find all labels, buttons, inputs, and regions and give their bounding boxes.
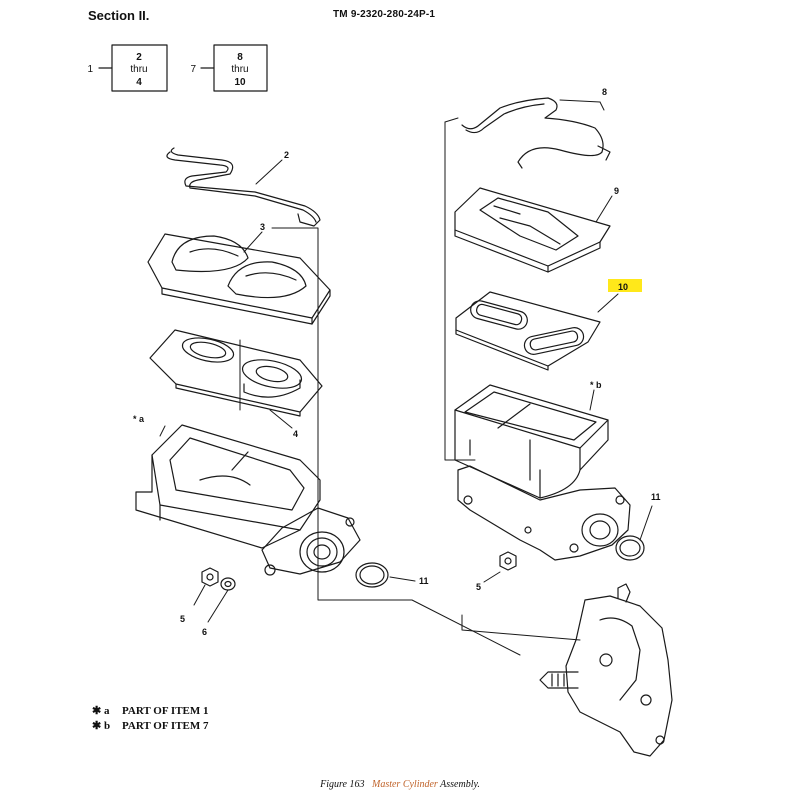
right-cover (454, 187, 611, 273)
callout-2: 2 (284, 150, 289, 160)
callout-labels: 2 3 4 * a 5 6 11 8 9 10 * b 11 5 (133, 87, 661, 637)
svg-text:2: 2 (136, 52, 142, 63)
callout-5-right: 5 (476, 582, 481, 592)
left-outlet-fitting (261, 507, 389, 588)
svg-text:thru: thru (231, 64, 248, 75)
callout-6: 6 (202, 627, 207, 637)
svg-text:10: 10 (234, 77, 246, 88)
callout-5-left: 5 (180, 614, 185, 624)
figure-caption: Figure 163 Master Cylinder Assembly. (320, 779, 480, 790)
right-reservoir-body (454, 384, 609, 499)
callout-10-highlight (608, 279, 642, 292)
callout-4: 4 (293, 429, 298, 439)
svg-text:thru: thru (130, 64, 147, 75)
right-cylinder-body (457, 465, 645, 561)
index-ref: 7 (190, 64, 196, 75)
callout-9: 9 (614, 186, 619, 196)
callout-3: 3 (260, 222, 265, 232)
callout-11-left: 11 (419, 576, 429, 586)
right-nut (499, 551, 517, 571)
section-title: Section II. (88, 8, 150, 23)
right-spring-wire (461, 97, 611, 169)
caliper-assembly (539, 583, 673, 757)
callout-10: 10 (618, 282, 628, 292)
left-cover (147, 233, 331, 325)
left-reservoir-body (135, 424, 321, 549)
callout-b: * b (590, 380, 602, 390)
left-nut-washer (201, 567, 236, 591)
callout-11-right: 11 (651, 492, 661, 502)
caption-highlight: Master Cylinder (371, 779, 438, 790)
tm-number: TM 9-2320-280-24P-1 (333, 9, 436, 20)
o-ring (355, 562, 389, 588)
callout-8: 8 (602, 87, 607, 97)
callout-a: * a (133, 414, 145, 424)
index-box-7: 7 8 thru 10 (190, 44, 268, 92)
index-ref: 1 (87, 64, 93, 75)
leader-lines (159, 99, 653, 623)
left-wire-clip (166, 147, 321, 227)
right-gasket (455, 291, 601, 371)
svg-text:8: 8 (237, 52, 243, 63)
right-bracket-lines (444, 117, 581, 641)
svg-text:4: 4 (136, 77, 142, 88)
left-gasket (149, 329, 323, 417)
index-box-1: 1 2 thru 4 (87, 44, 168, 92)
